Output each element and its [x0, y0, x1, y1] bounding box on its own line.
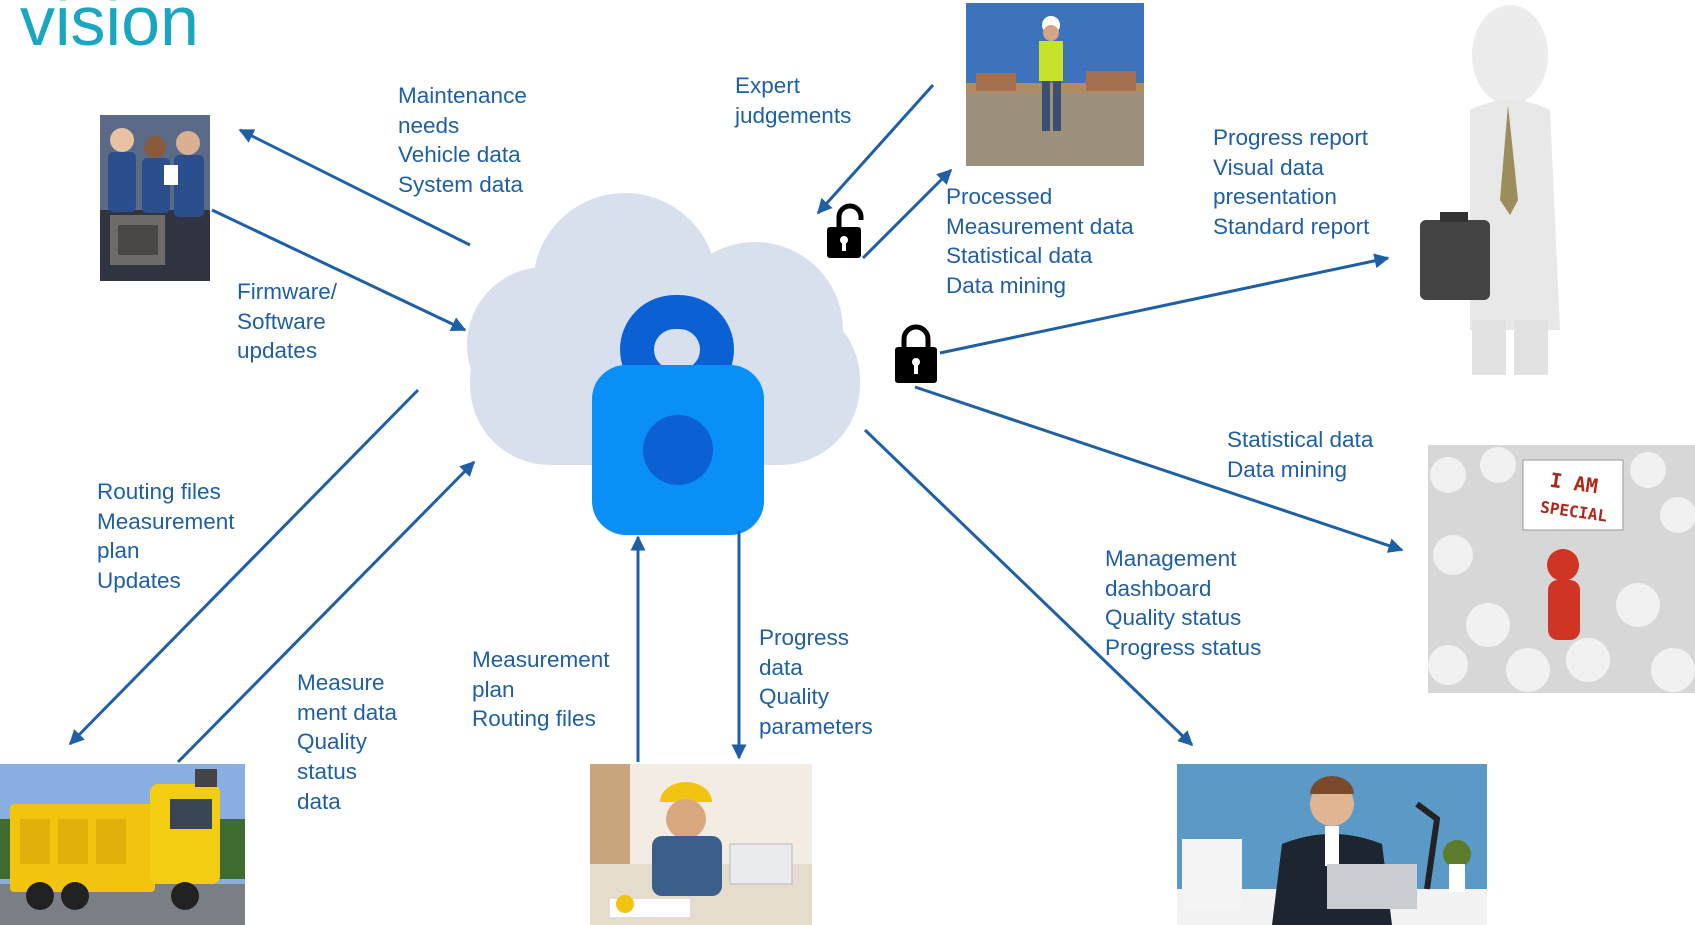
photo-site-inspector [966, 3, 1144, 166]
arrow-to-mechanics [238, 128, 471, 247]
photo-worker-desk [590, 764, 812, 925]
arrow-firmware-to-cloud [211, 208, 467, 332]
arrow-to-businessman [939, 253, 1390, 355]
slide-title: vision [20, 0, 199, 60]
photo-manager-desk [1177, 764, 1487, 925]
photo-measurement-truck [0, 764, 245, 925]
arrow-to-truck [68, 388, 420, 746]
arrow-to-crowd [914, 385, 1404, 553]
photo-special-crowd: I AM SPECIAL [1428, 445, 1695, 693]
arrow-cloud-to-inspector [861, 168, 953, 260]
padlock-open-icon [827, 203, 864, 258]
cloud-lock-icon [592, 295, 764, 535]
padlock-closed-icon [895, 324, 937, 383]
photo-businessman-figure [1410, 0, 1580, 392]
arrow-truck-to-cloud [176, 460, 476, 764]
arrow-expert-to-cloud [816, 83, 935, 215]
photo-mechanics [100, 115, 210, 281]
arrow-to-manager [863, 428, 1194, 747]
